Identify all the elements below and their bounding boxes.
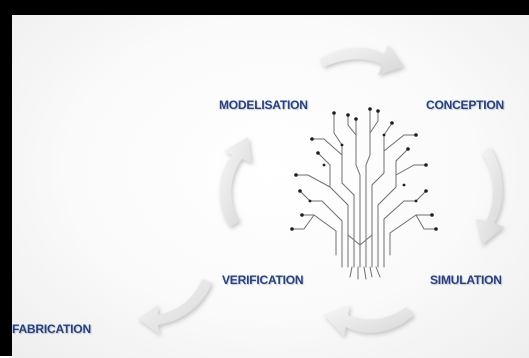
curved-arrow-icon	[476, 147, 504, 245]
stage-label-modelisation: MODELISATION	[219, 98, 308, 112]
diagram-canvas: MODELISATION CONCEPTION SIMULATION VERIF…	[12, 15, 529, 358]
stage-label-simulation: SIMULATION	[430, 273, 502, 287]
curved-arrow-icon	[138, 279, 212, 335]
curved-arrow-icon	[219, 137, 252, 227]
stage-label-conception: CONCEPTION	[426, 98, 505, 112]
circuit-tree-icon	[291, 108, 437, 280]
circuit-nodes	[290, 107, 438, 231]
curved-arrow-icon	[324, 305, 414, 337]
curved-arrow-icon	[320, 45, 404, 75]
diagram-graphics	[138, 45, 504, 337]
stage-label-verification: VERIFICATION	[222, 273, 304, 287]
stage-label-fabrication: FABRICATION	[12, 322, 91, 336]
